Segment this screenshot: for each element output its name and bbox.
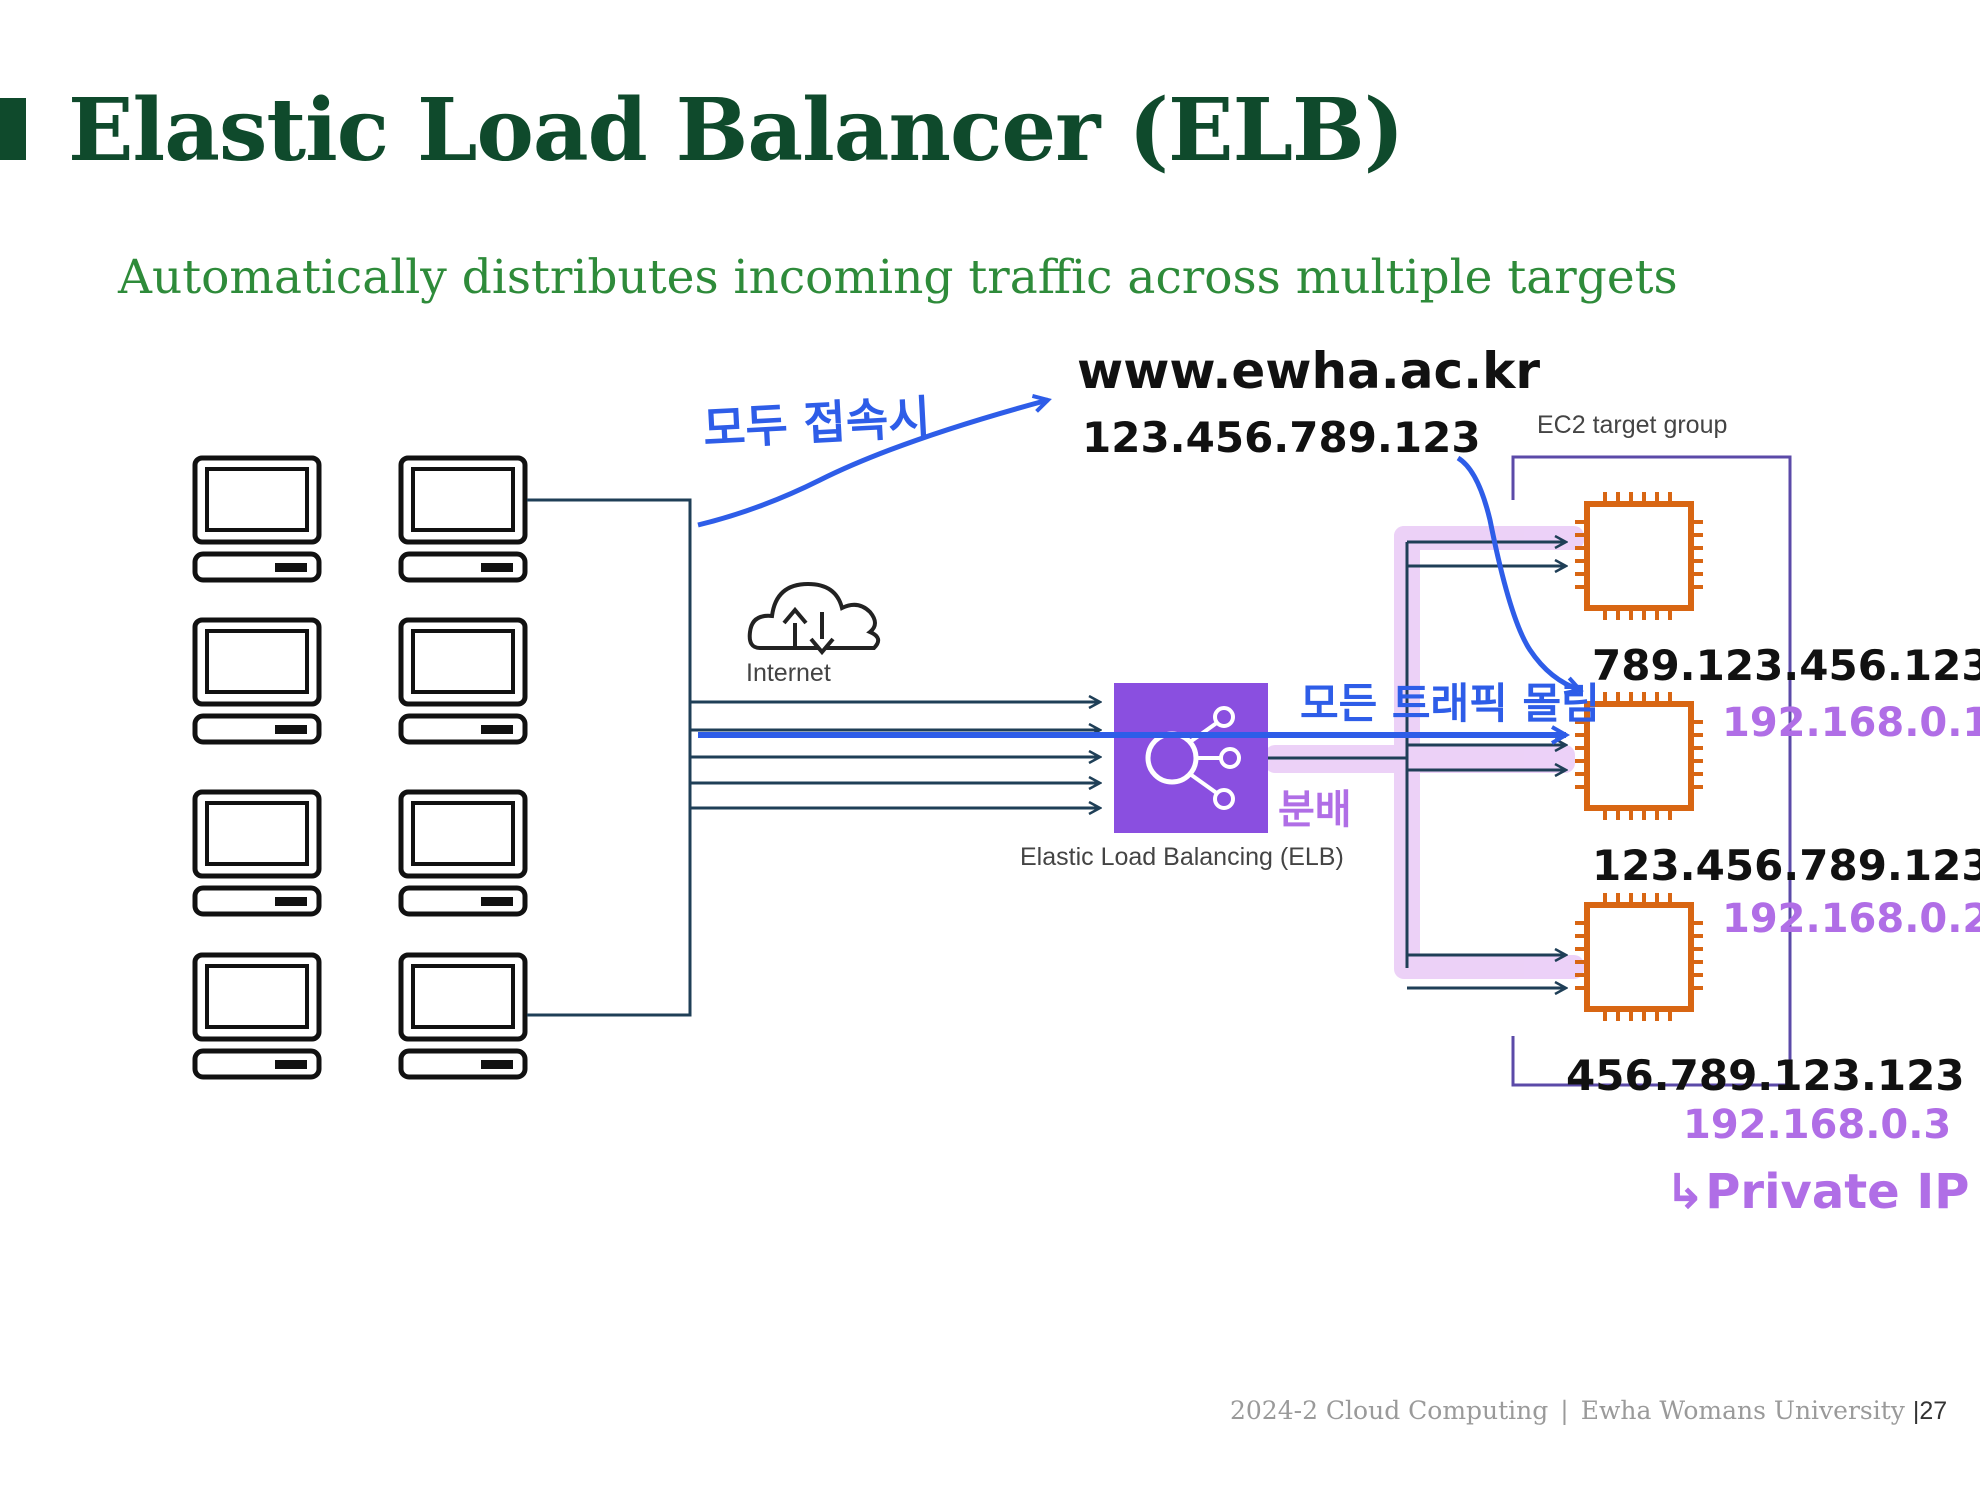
- computer-icon: [195, 792, 319, 914]
- computer-icon: [401, 620, 525, 742]
- target-group-label: EC2 target group: [1537, 411, 1727, 439]
- ec2-instance-icon: [1575, 492, 1703, 620]
- instance-3-private-ip: 192.168.0.3: [1683, 1102, 1951, 1148]
- slide-subtitle: Automatically distributes incoming traff…: [118, 250, 1678, 305]
- title-accent-bar: [0, 98, 26, 160]
- page-number: |27: [1912, 1397, 1948, 1425]
- domain-ip-text: 123.456.789.123: [1082, 413, 1481, 462]
- computer-icon: [195, 955, 319, 1077]
- distribution-arrows: [1268, 542, 1566, 988]
- elb-label: Elastic Load Balancing (ELB): [1020, 843, 1344, 871]
- instance-2-public-ip: 123.456.789.123: [1592, 841, 1980, 890]
- blue-annotations: 모두 접속시 모든 트래픽 몰림: [697, 390, 1600, 735]
- distribution-highlight: [1265, 526, 1584, 979]
- instance-1-private-ip: 192.168.0.1: [1722, 700, 1980, 746]
- slide-footer: 2024-2 Cloud Computing | Ewha Womans Unive…: [1230, 1396, 1947, 1426]
- access-note: 모두 접속시: [702, 390, 932, 456]
- distribute-note: 분배: [1278, 787, 1352, 833]
- ec2-instance-icon: [1575, 893, 1703, 1021]
- internet-label: Internet: [746, 659, 831, 687]
- instance-2-private-ip: 192.168.0.2: [1722, 896, 1980, 942]
- footer-university: Ewha Womans University: [1580, 1396, 1905, 1425]
- footer-course: 2024-2 Cloud Computing: [1230, 1396, 1549, 1425]
- load-balancer-icon: [1114, 683, 1268, 833]
- client-connections: [527, 498, 692, 1017]
- computer-icon: [401, 955, 525, 1077]
- client-computers: [195, 458, 525, 1077]
- instance-1-public-ip: 789.123.456.123: [1592, 641, 1980, 690]
- traffic-note: 모든 트래픽 몰림: [1300, 679, 1600, 728]
- private-ip-note: ↳Private IP: [1665, 1164, 1969, 1220]
- computer-icon: [401, 458, 525, 580]
- domain-text: www.ewha.ac.kr: [1077, 342, 1540, 400]
- slide-title: Elastic Load Balancer (ELB): [68, 80, 1404, 181]
- incoming-traffic-arrows: [690, 702, 1100, 808]
- footer-separator: |: [1560, 1396, 1569, 1425]
- computer-icon: [195, 620, 319, 742]
- computer-icon: [195, 458, 319, 580]
- computer-icon: [401, 792, 525, 914]
- private-ip-annotations: 분배 192.168.0.1 192.168.0.2 192.168.0.3 ↳…: [1278, 700, 1980, 1220]
- public-ip-annotations: www.ewha.ac.kr 123.456.789.123 789.123.4…: [1077, 342, 1980, 1100]
- cloud-icon: [747, 581, 881, 656]
- instance-3-public-ip: 456.789.123.123: [1566, 1051, 1965, 1100]
- ec2-target-group-box: [1511, 455, 1792, 1087]
